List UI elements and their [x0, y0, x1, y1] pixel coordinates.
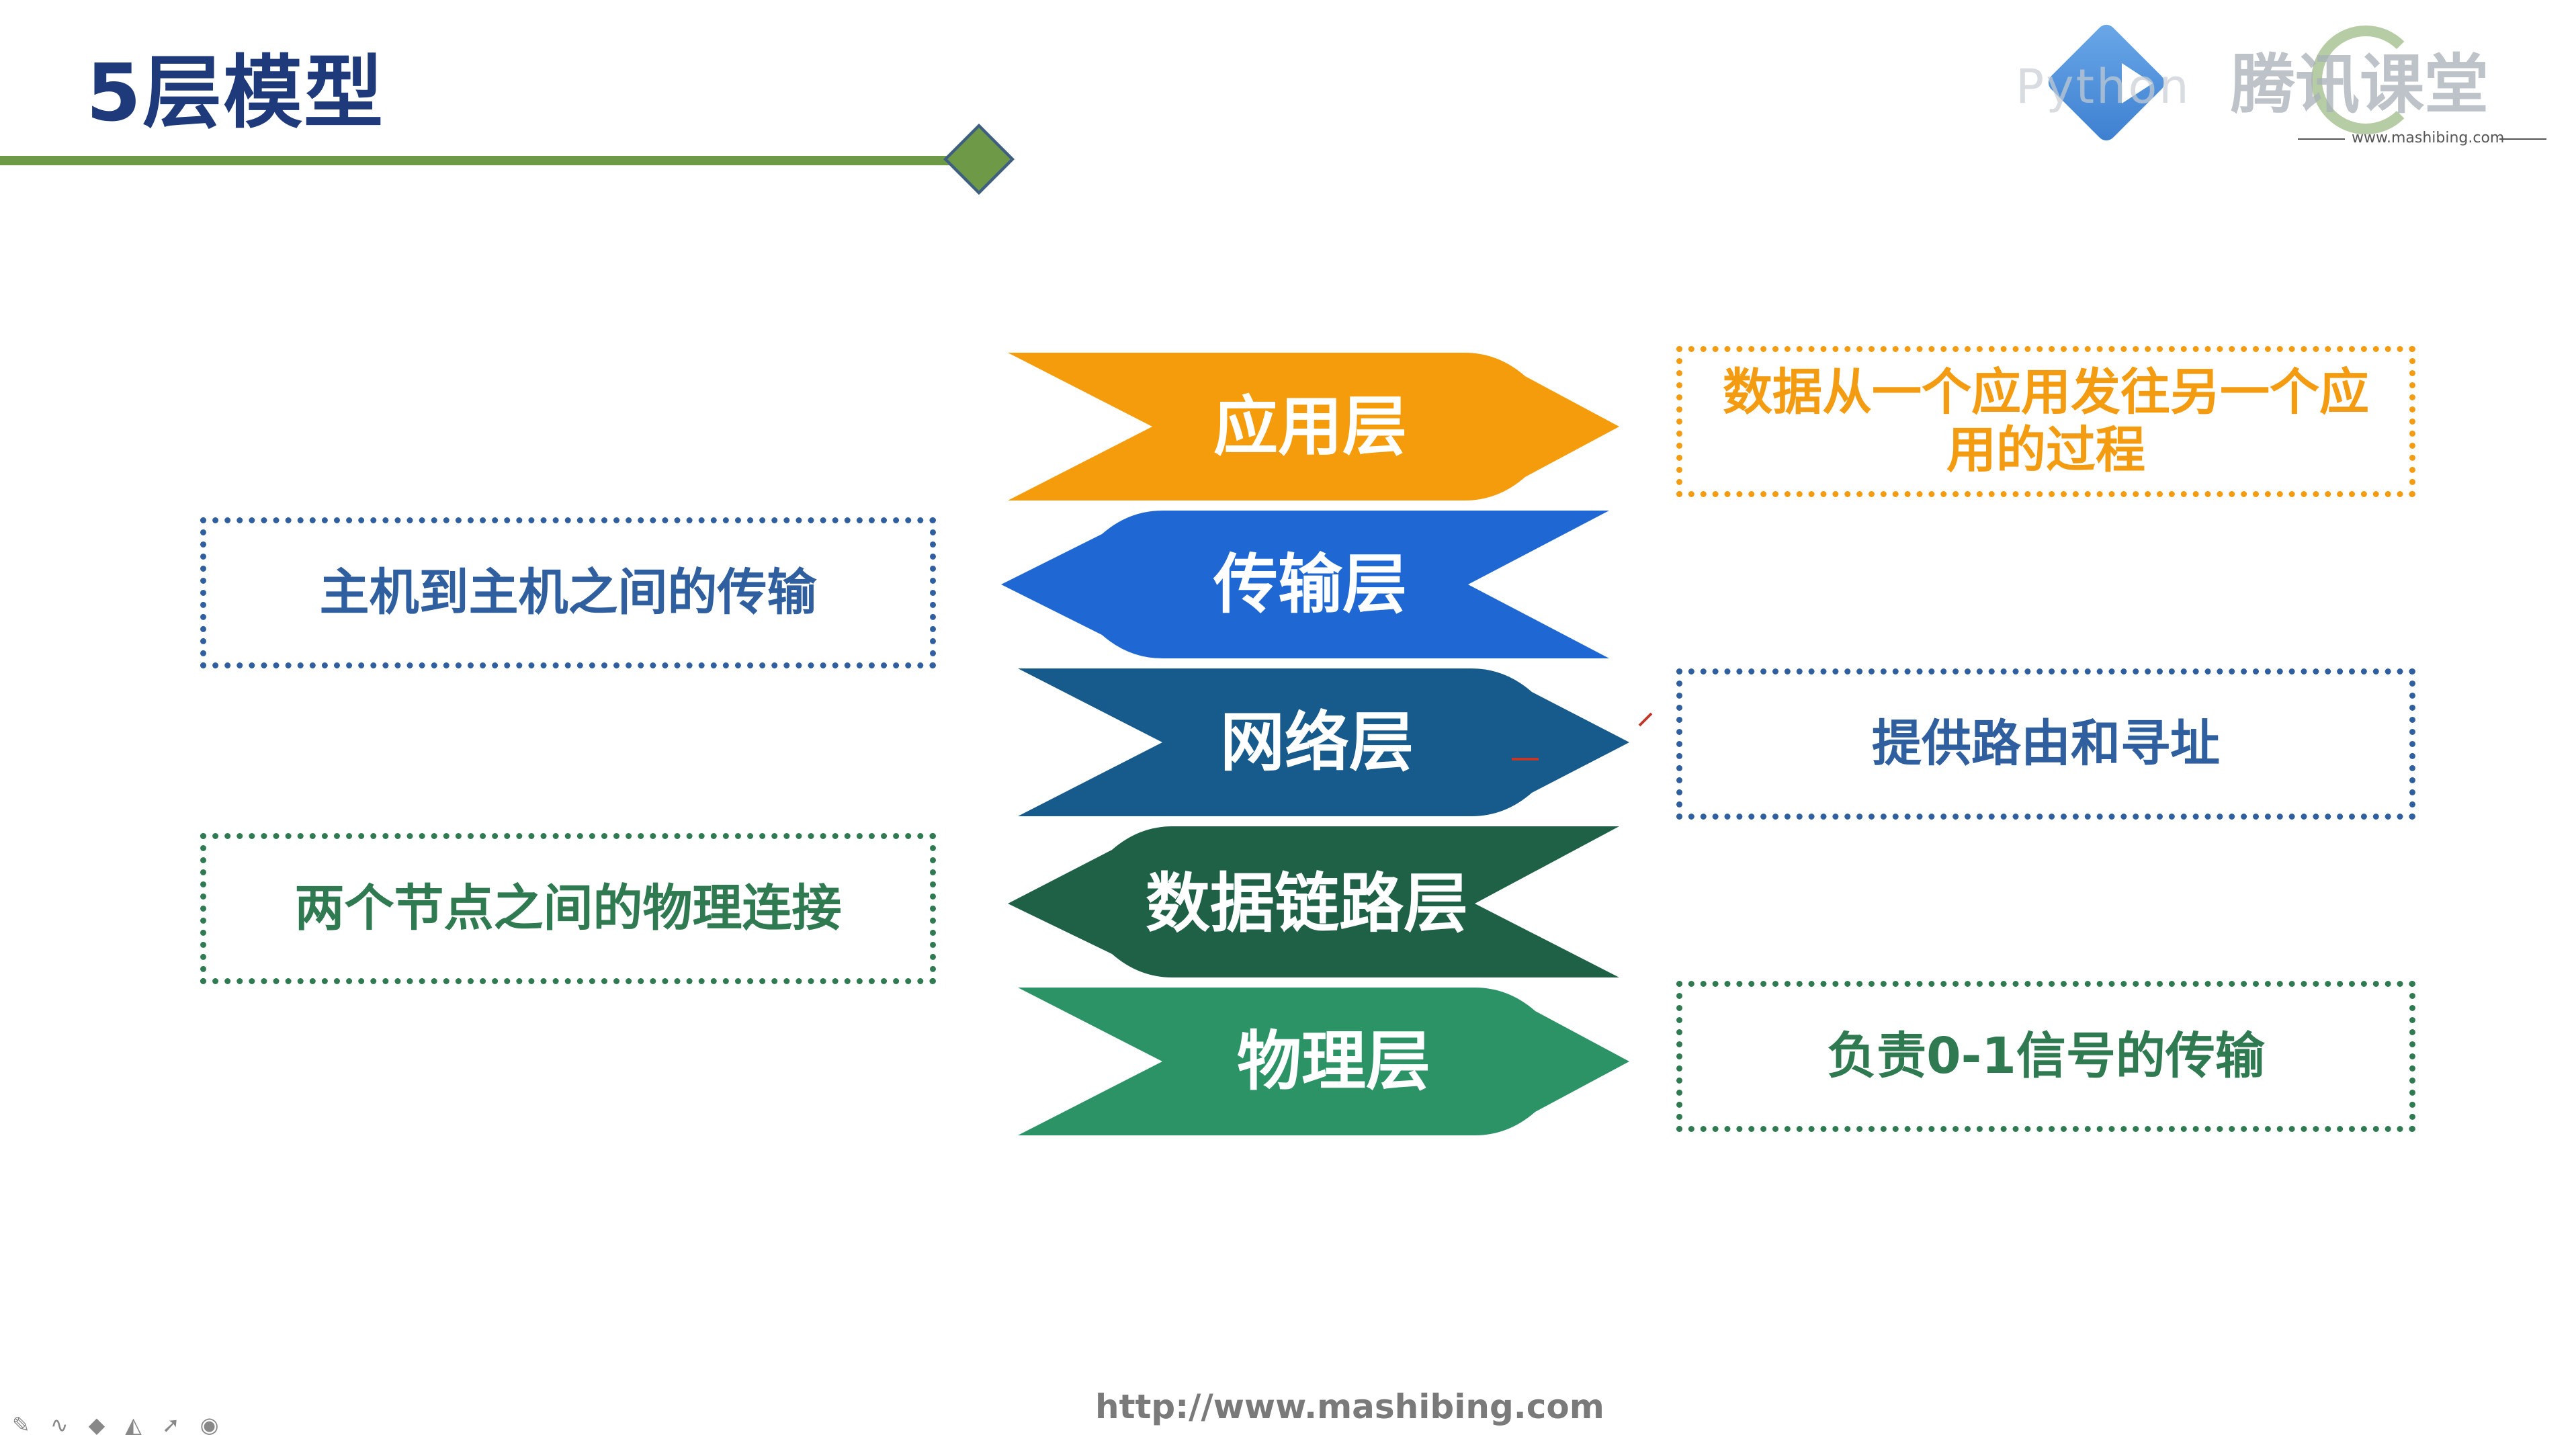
logo: Python 腾讯课堂 www.mashibing.com — [2016, 19, 2567, 153]
curve-icon[interactable]: ∿ — [50, 1412, 69, 1438]
note-application-text: 数据从一个应用发往另一个应用的过程 — [1723, 363, 2369, 479]
eraser-icon[interactable]: ◭ — [125, 1412, 142, 1438]
layer-label-application: 应用层 — [1213, 389, 1407, 464]
play-icon — [2122, 63, 2153, 103]
page-title: 5层模型 — [86, 46, 385, 139]
note-transport: 主机到主机之间的传输 — [200, 517, 936, 668]
note-physical-text: 负责0-1信号的传输 — [1827, 1027, 2265, 1085]
note-datalink-text: 两个节点之间的物理连接 — [294, 879, 842, 937]
pointer-icon[interactable]: ➚ — [161, 1412, 180, 1438]
logo-url-line-left — [2298, 138, 2345, 140]
layer-shape-application — [1008, 353, 1619, 500]
note-application: 数据从一个应用发往另一个应用的过程 — [1676, 346, 2415, 497]
layer-shape-physical — [1018, 988, 1629, 1135]
pen-icon[interactable]: ✎ — [12, 1412, 30, 1438]
record-icon[interactable]: ◉ — [200, 1412, 219, 1438]
title-underline — [0, 156, 968, 165]
layer-label-physical: 物理层 — [1237, 1024, 1430, 1099]
layer-label-network: 网络层 — [1220, 705, 1414, 780]
highlighter-icon[interactable]: ◆ — [88, 1412, 105, 1438]
layer-label-datalink: 数据链路层 — [1146, 866, 1468, 941]
note-datalink: 两个节点之间的物理连接 — [200, 833, 936, 984]
note-network-text: 提供路由和寻址 — [1872, 714, 2220, 773]
layer-shape-datalink — [1008, 826, 1619, 977]
layer-label-transport: 传输层 — [1213, 547, 1407, 622]
footer-url: http://www.mashibing.com — [1095, 1387, 1604, 1426]
layer-shape-network — [1018, 668, 1629, 816]
logo-text-cn: 腾讯课堂 — [2231, 47, 2489, 122]
slide-toolbar: ✎ ∿ ◆ ◭ ➚ ◉ — [12, 1412, 219, 1438]
note-network: 提供路由和寻址 — [1676, 668, 2415, 820]
note-physical: 负责0-1信号的传输 — [1676, 981, 2415, 1132]
note-transport-text: 主机到主机之间的传输 — [319, 563, 817, 621]
pen-mark — [1638, 712, 1653, 727]
layer-shape-transport — [1001, 511, 1609, 658]
logo-url-line-right — [2499, 138, 2546, 140]
logo-text-en: Python — [2016, 59, 2191, 114]
logo-url: www.mashibing.com — [2352, 130, 2505, 146]
